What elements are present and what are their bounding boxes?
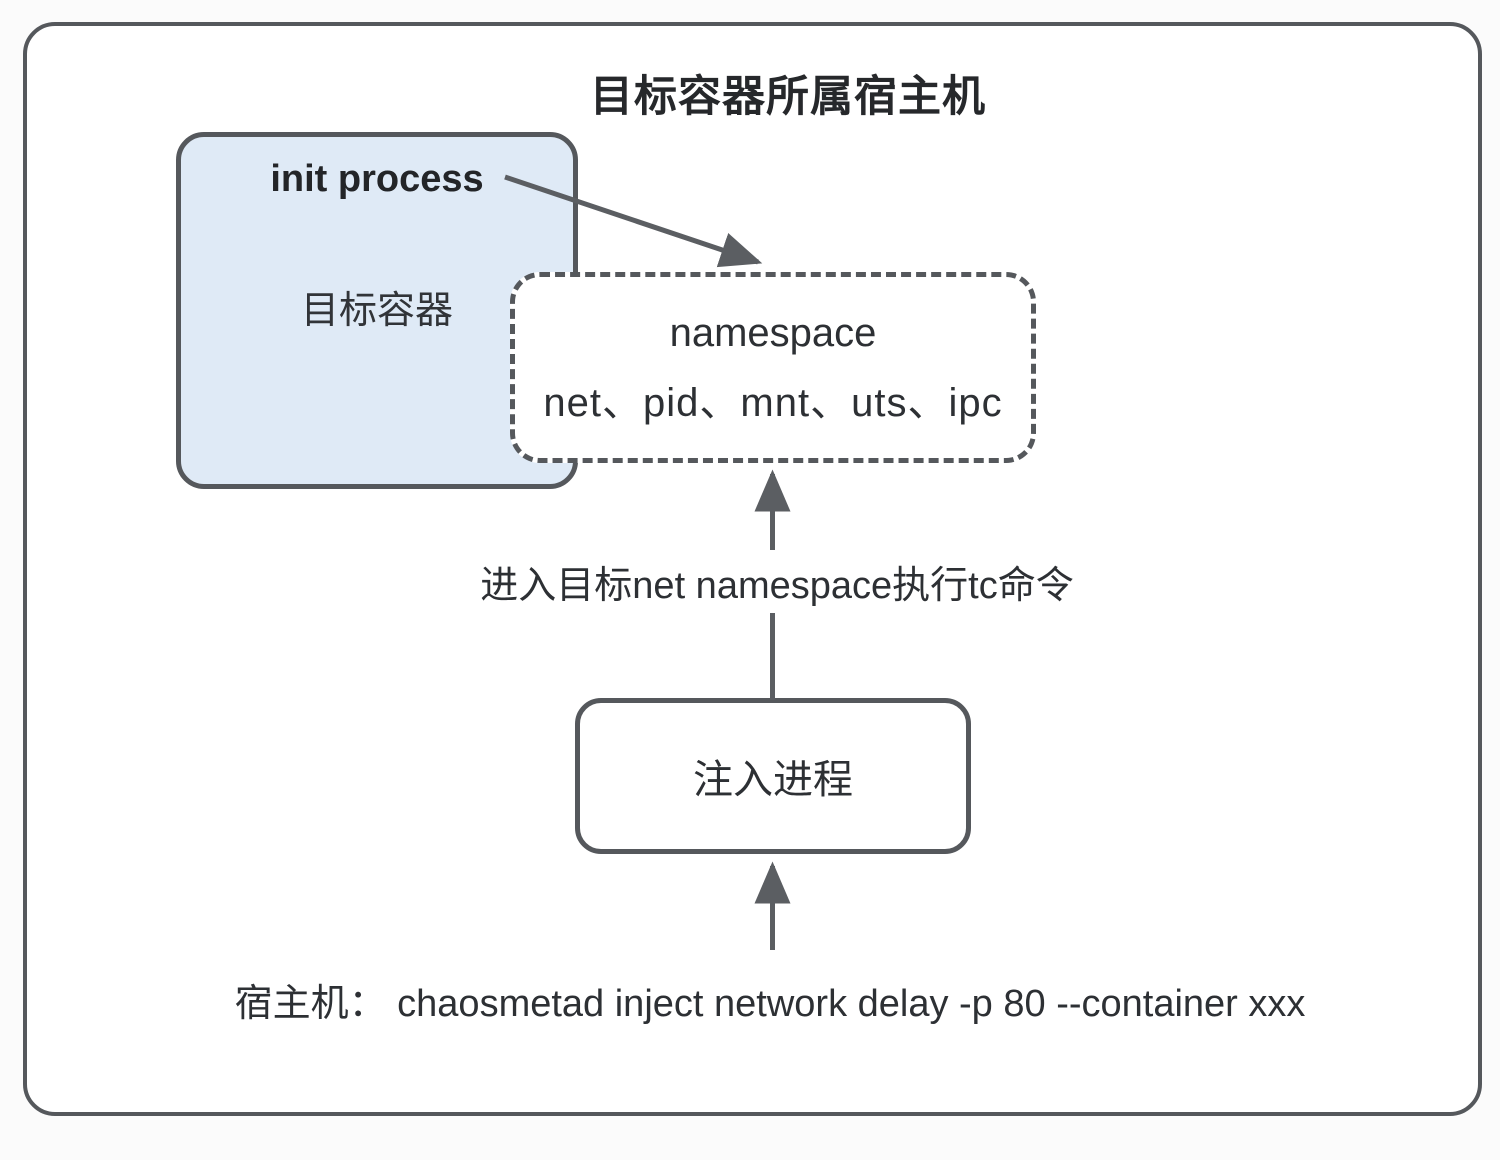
namespace-box: namespace net、pid、mnt、uts、ipc [510,272,1036,463]
inject-process-box: 注入进程 [575,698,971,854]
enter-namespace-arrow-label-text: 进入目标net namespace执行tc命令 [466,550,1088,613]
host-command-text: 宿主机： chaosmetad inject network delay -p … [234,983,1306,1025]
enter-namespace-arrow-label: 进入目标net namespace执行tc命令 [377,550,1177,613]
inject-process-label: 注入进程 [693,758,853,802]
namespace-items: net、pid、mnt、uts、ipc [543,380,1003,425]
init-process-label: init process [270,158,484,200]
target-container-label: 目标容器 [300,290,453,332]
namespace-title: namespace [669,310,877,355]
diagram-title: 目标容器所属宿主机 [590,73,986,121]
